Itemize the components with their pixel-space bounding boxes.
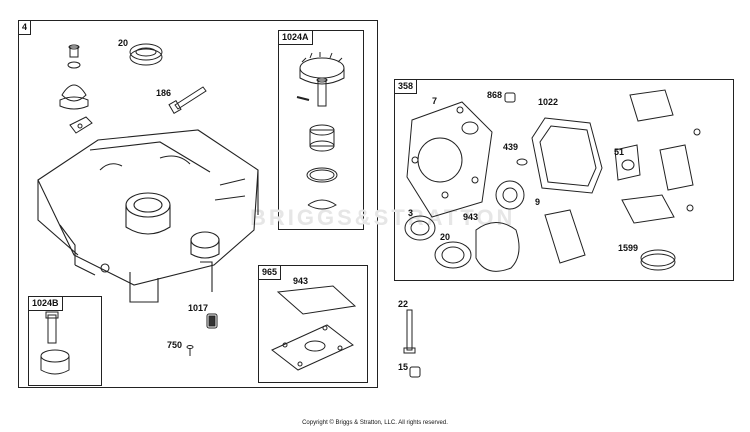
seal-1599	[640, 249, 676, 271]
washer-439	[516, 158, 528, 166]
group-1024a-label: 1024A	[278, 30, 313, 45]
group-965-frame	[258, 265, 368, 383]
head-gasket-7	[406, 101, 493, 218]
gasket-9	[544, 209, 586, 264]
cover-kit-965	[271, 285, 357, 371]
label-1022[interactable]: 1022	[538, 97, 559, 107]
group-4-frame	[18, 20, 378, 388]
oil-seal-20-top	[129, 43, 163, 66]
label-868[interactable]: 868	[487, 90, 503, 100]
label-15[interactable]: 15	[398, 362, 409, 372]
gasket-943	[475, 222, 520, 272]
label-7[interactable]: 7	[432, 96, 438, 106]
group-1024a-frame	[278, 30, 364, 230]
label-51[interactable]: 51	[614, 147, 625, 157]
label-943-cover[interactable]: 943	[293, 276, 309, 286]
group-4-label: 4	[18, 20, 32, 35]
gear-plate	[495, 180, 525, 210]
exhaust-gaskets	[621, 89, 701, 224]
bolt-750	[186, 345, 194, 356]
group-358-label: 358	[394, 79, 418, 94]
governor-gear-1024a	[296, 52, 345, 210]
label-186[interactable]: 186	[156, 88, 172, 98]
label-1599[interactable]: 1599	[618, 243, 639, 253]
label-20-bottom[interactable]: 20	[440, 232, 451, 242]
group-1024b-frame	[28, 296, 102, 386]
group-1024b-label: 1024B	[28, 296, 63, 311]
crankcase-cover	[37, 129, 259, 303]
seal-20-bottom	[434, 241, 472, 269]
group-358-frame	[394, 79, 734, 281]
plug-868	[504, 92, 516, 103]
label-20-top[interactable]: 20	[118, 38, 129, 48]
watermark: BRIGGS&STRATTON	[250, 205, 516, 230]
governor-shaft-186	[168, 86, 207, 115]
fuel-filter-1017	[206, 313, 218, 329]
label-9[interactable]: 9	[535, 197, 541, 207]
label-439[interactable]: 439	[503, 142, 519, 152]
label-750[interactable]: 750	[167, 340, 183, 350]
label-943[interactable]: 943	[463, 212, 479, 222]
label-22[interactable]: 22	[398, 299, 409, 309]
nut-15	[409, 366, 421, 378]
intake-gasket-51	[614, 144, 641, 181]
bolt-22	[403, 309, 416, 354]
seal-3	[404, 215, 436, 241]
governor-assembly	[59, 44, 93, 134]
label-1017[interactable]: 1017	[188, 303, 209, 313]
label-3[interactable]: 3	[408, 208, 414, 218]
copyright-notice: Copyright © Briggs & Stratton, LLC. All …	[302, 420, 448, 426]
group-965-label: 965	[258, 265, 282, 280]
governor-parts-1024b	[40, 311, 70, 375]
rocker-gasket-1022	[531, 117, 603, 194]
